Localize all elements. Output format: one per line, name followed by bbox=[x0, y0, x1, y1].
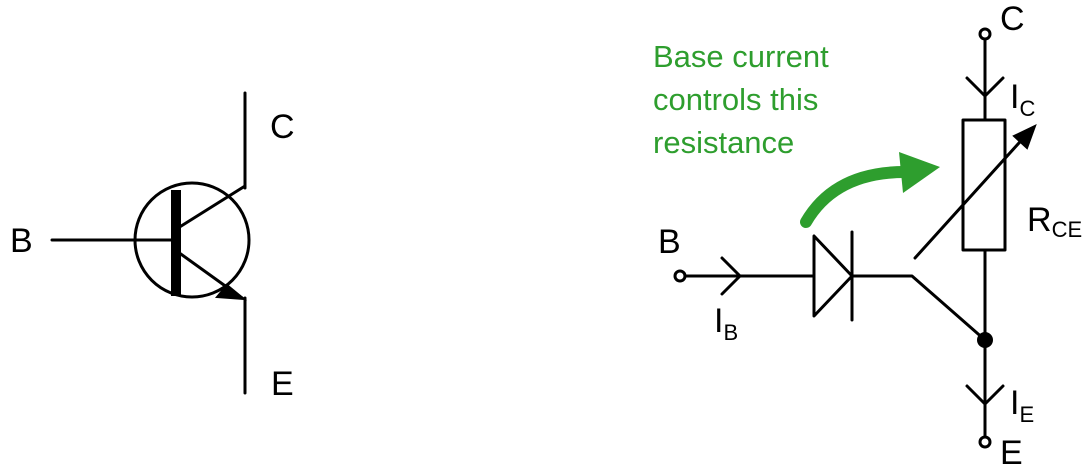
ic-subscript: C bbox=[1019, 96, 1035, 121]
symbol-emitter-label: E bbox=[271, 365, 294, 403]
rce-main: R bbox=[1027, 201, 1052, 239]
rce-resistor bbox=[961, 118, 1007, 252]
variable-resistor-arrow-shaft bbox=[913, 131, 1030, 260]
rce-label: RCE bbox=[1027, 201, 1082, 242]
annotation-line-1: Base current bbox=[653, 39, 829, 74]
emitter-current-arrow-icon bbox=[965, 384, 1005, 406]
ie-subscript: E bbox=[1019, 402, 1034, 427]
ic-main: I bbox=[1010, 78, 1019, 116]
base-current-arrow-icon bbox=[720, 256, 742, 296]
model-collector-label: C bbox=[1000, 0, 1025, 38]
symbol-base-label: B bbox=[10, 222, 33, 260]
base-terminal bbox=[673, 269, 687, 283]
collector-current-arrow-icon bbox=[965, 76, 1005, 98]
variable-resistor-arrowhead-icon bbox=[1012, 124, 1037, 150]
ib-label: IB bbox=[714, 302, 738, 345]
collector-diagonal bbox=[176, 184, 247, 230]
emitter-arrow-icon bbox=[214, 283, 248, 301]
annotation-arrowhead-icon bbox=[899, 152, 940, 193]
model-emitter-label: E bbox=[1000, 434, 1023, 471]
ie-label: IE bbox=[1010, 384, 1034, 427]
rce-subscript: CE bbox=[1052, 217, 1083, 242]
ie-main: I bbox=[1010, 384, 1019, 422]
annotation-curved-arrow bbox=[800, 166, 911, 228]
npn-transistor-symbol: B C E bbox=[10, 91, 295, 403]
transistor-equivalent-model: C IC RCE B IB E IE Base bbox=[653, 0, 1082, 471]
annotation-line-3: resistance bbox=[653, 125, 794, 160]
annotation-line-2: controls this bbox=[653, 82, 818, 117]
collector-terminal bbox=[978, 27, 992, 41]
ic-label: IC bbox=[1010, 78, 1035, 121]
diode-triangle bbox=[812, 234, 854, 318]
symbol-collector-label: C bbox=[270, 108, 295, 146]
emitter-terminal bbox=[978, 435, 992, 449]
diode-to-junction-wire bbox=[850, 274, 987, 342]
model-base-label: B bbox=[658, 223, 681, 261]
ib-main: I bbox=[714, 302, 723, 340]
ib-subscript: B bbox=[723, 320, 738, 345]
